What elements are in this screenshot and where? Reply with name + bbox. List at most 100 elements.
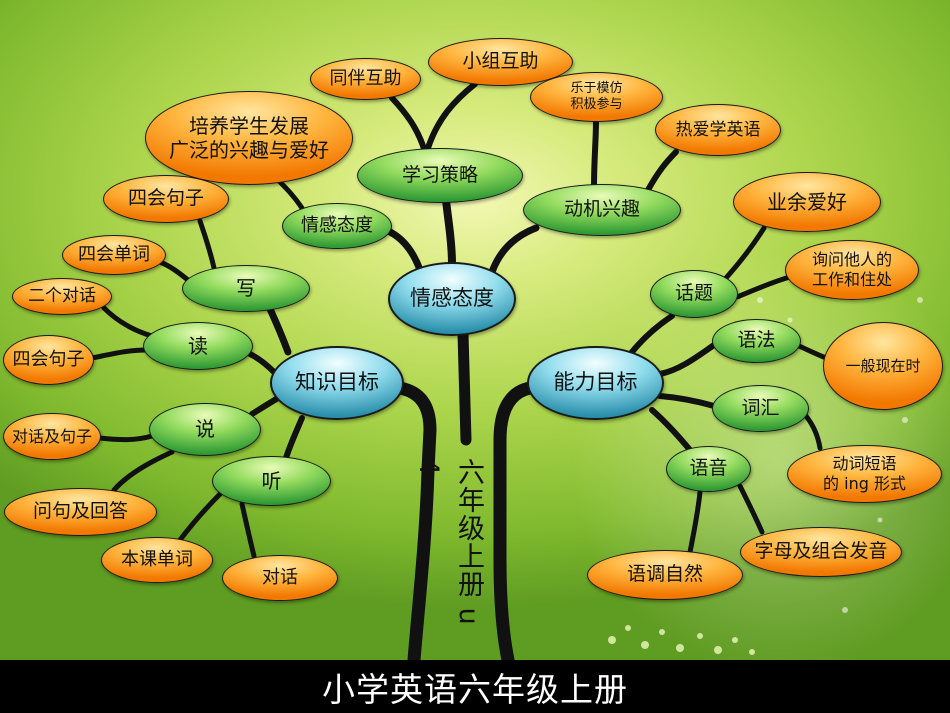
branch-write-sentences: [197, 218, 217, 271]
present-tense-node: 一般现在时: [823, 322, 943, 410]
branch-strategy-group: [425, 81, 478, 151]
node-label: 对话及句子: [11, 426, 92, 446]
node-label: 动机兴趣: [563, 198, 640, 221]
node-label-line: 询问他人的: [811, 250, 892, 270]
node-label: 学习策略: [401, 163, 478, 186]
node-label: 语音: [689, 457, 728, 480]
imitate-participate-node: 乐于模仿 积极参与: [530, 72, 663, 122]
branch-knowledge-listen: [283, 415, 305, 461]
branch-listen-words: [177, 489, 225, 543]
write-node: 写: [182, 265, 310, 312]
ask-job-address-node: 询问他人的 工作和住处: [785, 240, 919, 300]
branch-phonetics-intonation: [687, 489, 703, 555]
group-help-node: 小组互助: [428, 38, 573, 86]
node-label: 本课单词: [121, 549, 193, 571]
listen-node: 听: [212, 456, 331, 506]
node-label: 写: [236, 276, 256, 301]
knowledge-goals-node: 知识目标: [270, 346, 404, 420]
node-label-line: 培养学生发展: [189, 113, 309, 138]
branch-root-learning-strategy: [442, 196, 456, 268]
hobbies-node: 业余爱好: [733, 172, 881, 232]
branch-strategy-peer: [389, 95, 428, 155]
letter-sounds-node: 字母及组合发音: [740, 527, 902, 577]
trunk-center: [457, 328, 472, 446]
branch-knowledge-read: [247, 351, 277, 375]
ability-goals-node: 能力目标: [527, 346, 664, 420]
branch-listen-dialogue: [239, 501, 257, 559]
node-label: 读: [188, 333, 208, 358]
root-node-emotional-attitude: 情感态度: [388, 262, 516, 336]
node-label: 情感态度: [410, 286, 494, 311]
node-label-line: 广泛的兴趣与爱好: [169, 138, 329, 162]
branch-ability-grammar: [657, 342, 717, 377]
verb-phrases-node: 动词短语 的 ing 形式: [787, 445, 942, 503]
branch-read-sentences: [89, 347, 149, 361]
node-label: 二个对话: [28, 286, 96, 307]
write-words-node: 四会单词: [62, 235, 166, 275]
footer-bar: 小学英语六年级上册: [0, 660, 950, 713]
tree-branches: [89, 81, 829, 660]
node-label-line: 的 ing 形式: [823, 474, 906, 493]
node-label: 情感态度: [301, 215, 373, 237]
node-label: 知识目标: [295, 370, 379, 395]
read-node: 读: [143, 322, 253, 370]
speak-dialogue-node: 对话及句子: [3, 413, 101, 460]
listen-dialogue-node: 对话: [222, 555, 338, 601]
node-label: 语调自然: [626, 563, 703, 586]
love-english-node: 热爱学英语: [655, 104, 781, 156]
phonetics-node: 语音: [666, 446, 751, 492]
branch-read-dialogues: [101, 305, 155, 339]
decorative-blossoms: [608, 625, 755, 655]
branch-topic-hobbies: [723, 225, 767, 281]
branch-knowledge-write: [266, 305, 292, 356]
node-label: 语法: [737, 329, 776, 352]
natural-intonation-node: 语调自然: [587, 550, 743, 600]
node-label: 说: [195, 417, 215, 442]
branch-motivation-love: [645, 149, 679, 193]
node-label: 对话: [262, 567, 298, 589]
branch-speak-qa: [111, 449, 175, 493]
attitude-node: 情感态度: [282, 203, 392, 249]
mind-map-slide: 情感态度 知识目标 能力目标 学习策略 动机兴趣 情感态度 写 读 说 听 话题…: [0, 0, 950, 660]
trunk-right: [493, 381, 537, 660]
branch-root-motivation: [488, 224, 540, 276]
node-label: 词汇: [741, 396, 780, 419]
branch-ability-phonetics: [649, 407, 693, 453]
vocabulary-node: 词汇: [712, 385, 809, 432]
speak-qa-node: 问句及回答: [4, 488, 157, 536]
peer-help-node: 同伴互助: [310, 58, 421, 100]
develop-interests-node: 培养学生发展 广泛的兴趣与爱好: [145, 91, 353, 185]
node-label-line: 积极参与: [570, 97, 623, 112]
node-label: 一般现在时: [845, 356, 921, 375]
node-label: 四会句子: [127, 187, 204, 210]
branch-attitude-develop: [275, 177, 305, 211]
branch-root-attitude: [382, 226, 424, 274]
grammar-node: 语法: [712, 319, 801, 363]
node-label: 听: [261, 468, 282, 493]
listen-words-node: 本课单词: [101, 537, 213, 583]
node-label: 话题: [674, 282, 713, 305]
node-label: 热爱学英语: [675, 119, 761, 140]
node-label-line: 工作和住处: [811, 270, 892, 289]
learning-strategy-node: 学习策略: [357, 148, 523, 203]
branch-ability-topic: [629, 313, 675, 355]
branch-topic-ask: [734, 274, 793, 300]
branch-vocabulary-phrases: [803, 413, 823, 451]
trunk-left: [393, 381, 437, 660]
node-label: 四会单词: [78, 244, 150, 266]
branch-speak-dialogue: [97, 433, 155, 443]
footer-title: 小学英语六年级上册: [322, 669, 628, 709]
trunk-label: 六年级上册 u 4: [413, 458, 484, 626]
branch-ability-vocabulary: [657, 393, 717, 409]
node-label: 能力目标: [553, 370, 638, 395]
branch-phonetics-letters: [737, 483, 765, 535]
node-label: 四会句子: [12, 349, 85, 371]
write-sentences-node: 四会句子: [103, 175, 229, 223]
speak-node: 说: [149, 403, 261, 456]
branch-grammar-tense: [796, 343, 829, 361]
node-label: 小组互助: [462, 50, 539, 73]
node-label: 问句及回答: [32, 500, 128, 523]
branch-write-words: [157, 259, 191, 283]
node-label: 同伴互助: [329, 68, 402, 90]
read-dialogues-node: 二个对话: [12, 278, 112, 315]
